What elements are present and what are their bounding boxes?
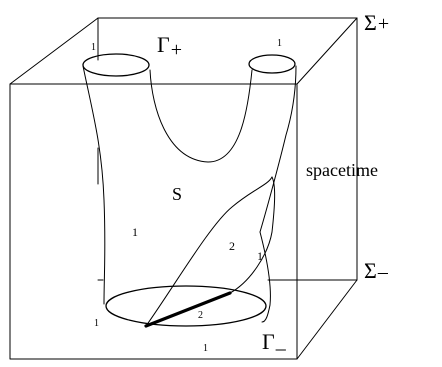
bottom-circle	[105, 285, 267, 327]
multiplicity-bottom-front: 1	[203, 343, 208, 354]
box-front-face	[9, 83, 298, 360]
top-left-circle	[82, 53, 150, 77]
gamma-minus-label: Γ_	[262, 329, 287, 354]
multiplicity-bottom-circle-left: 1	[94, 318, 99, 329]
gamma-minus-circle	[105, 285, 267, 328]
box-depth-edge-bottom-right	[296, 279, 358, 360]
surface-right-edge	[259, 65, 297, 233]
sigma-plus-label: Σ+	[364, 10, 389, 35]
surface-crotch-curve	[149, 69, 253, 163]
spacetime-label: spacetime	[306, 160, 378, 180]
fold-back-edge	[229, 176, 276, 294]
multiplicity-chord: 2	[198, 310, 203, 321]
surface-right-lower-edge	[259, 231, 271, 323]
multiplicity-top-right-circle: 1	[277, 38, 282, 49]
labels: Σ+ Σ– Γ+ Γ_ S spacetime	[157, 10, 389, 354]
bottom-chord	[144, 291, 232, 328]
surface-s	[82, 65, 297, 327]
multiplicity-labels: 1 1 1 2 1 1 2 1	[91, 38, 282, 354]
box-depth-edge-top-left	[9, 17, 99, 85]
spacetime-box	[9, 17, 358, 360]
box-depth-edge-top-right	[296, 17, 358, 85]
fold-front-edge	[145, 176, 273, 327]
multiplicity-fold-edge: 1	[257, 249, 263, 263]
multiplicity-top-left-circle: 1	[91, 42, 96, 53]
surface-label: S	[172, 184, 182, 204]
gamma-plus-circles	[82, 53, 296, 77]
multiplicity-inner-fold: 2	[229, 239, 235, 253]
surface-left-edge	[82, 65, 106, 305]
top-right-circle	[248, 54, 296, 74]
sigma-minus-label: Σ–	[364, 258, 389, 283]
multiplicity-surface-left-sheet: 1	[132, 225, 138, 239]
gamma-plus-label: Γ+	[157, 32, 182, 61]
